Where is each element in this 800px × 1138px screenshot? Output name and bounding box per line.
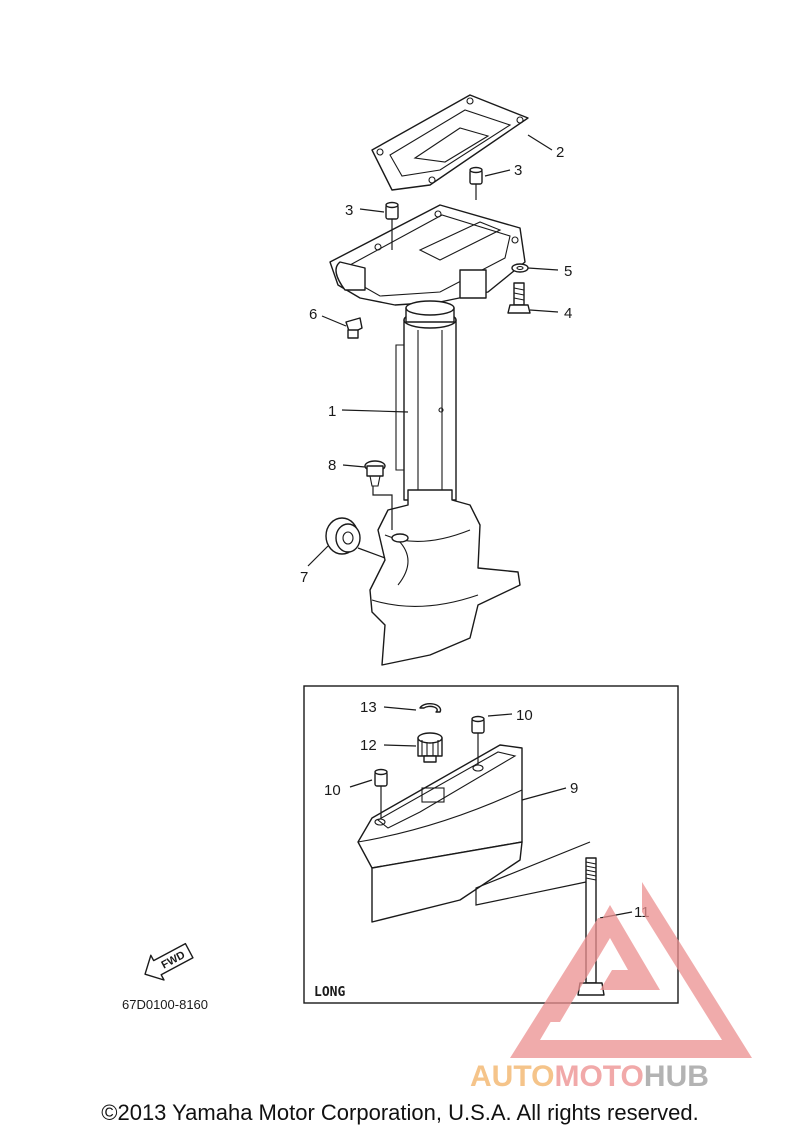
plug-part-8 xyxy=(364,460,386,487)
lower-casing xyxy=(369,489,521,666)
gasket-part-2 xyxy=(371,94,529,191)
callout-2: 2 xyxy=(556,144,564,161)
extension-part-9 xyxy=(357,744,523,923)
callout-10-left: 10 xyxy=(324,782,341,799)
gear-part-12 xyxy=(417,732,443,763)
callout-10-right: 10 xyxy=(516,707,533,724)
watermark: AUTOMOTOHUB xyxy=(470,882,752,1093)
drawing-code: 67D0100-8160 xyxy=(122,997,208,1012)
circlip-part-13 xyxy=(419,702,442,713)
watermark-triangle-logo xyxy=(510,882,752,1058)
callout-7: 7 xyxy=(300,569,308,586)
fwd-arrow-icon: FWD xyxy=(144,942,194,981)
callout-5: 5 xyxy=(564,263,572,280)
callout-3-left: 3 xyxy=(345,202,353,219)
upper-casing-part-1 xyxy=(395,300,457,501)
grommet-part-7 xyxy=(325,517,361,555)
bolt-part-4 xyxy=(507,282,531,314)
callout-9: 9 xyxy=(570,780,578,797)
washer-part-5 xyxy=(511,263,529,273)
callout-8: 8 xyxy=(328,457,336,474)
callout-4: 4 xyxy=(564,305,572,322)
callout-6: 6 xyxy=(309,306,317,323)
callout-numbers: 2 3 3 5 4 6 1 8 7 13 10 12 10 9 11 xyxy=(300,144,650,921)
exhaust-guide-plate xyxy=(329,204,526,306)
plug-part-6 xyxy=(345,317,363,339)
copyright-notice: ©2013 Yamaha Motor Corporation, U.S.A. A… xyxy=(101,1100,699,1125)
callout-3-right: 3 xyxy=(514,162,522,179)
callout-1: 1 xyxy=(328,403,336,420)
long-shaft-inset: LONG xyxy=(303,685,679,1004)
watermark-auto: AUTO xyxy=(470,1060,554,1093)
dowel-pin-part-10-right xyxy=(471,715,485,734)
dowel-pin-part-3-left xyxy=(385,201,399,220)
bolt-part-11 xyxy=(577,857,605,996)
svg-text:AUTOMOTOHUB: AUTOMOTOHUB xyxy=(470,1060,709,1093)
callout-13: 13 xyxy=(360,699,377,716)
dowel-pin-part-10-left xyxy=(374,768,388,787)
dowel-pin-part-3-right xyxy=(469,166,483,185)
callout-12: 12 xyxy=(360,737,377,754)
watermark-hub: HUB xyxy=(644,1060,709,1093)
inset-label: LONG xyxy=(314,985,345,1000)
watermark-moto: MOTO xyxy=(554,1060,643,1093)
